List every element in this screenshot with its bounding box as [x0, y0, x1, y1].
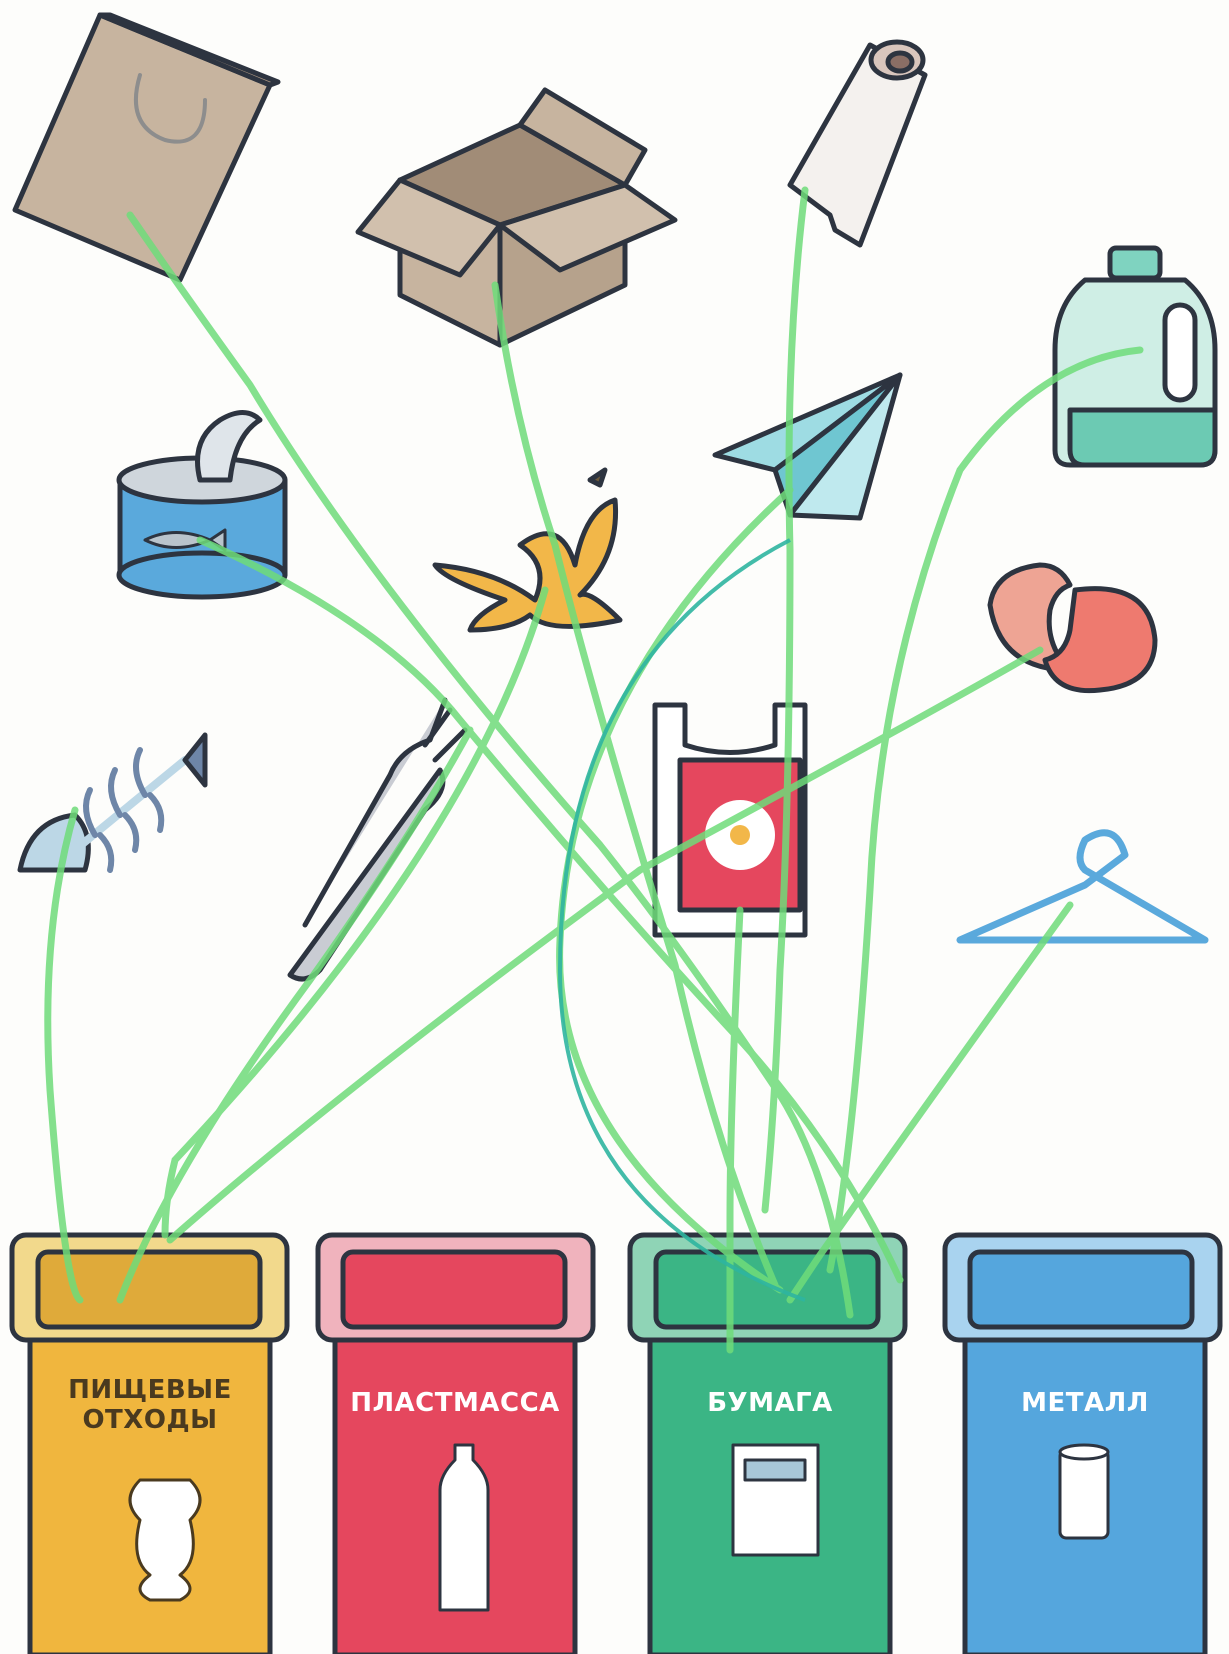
hanger-icon[interactable] [960, 833, 1205, 940]
soda-can-icon [1060, 1445, 1108, 1538]
bin-plastic-label: ПЛАСТМАССА [335, 1388, 575, 1418]
fish-skeleton-icon[interactable] [20, 735, 205, 870]
bin-food[interactable] [12, 1235, 287, 1654]
paper-roll-icon[interactable] [790, 42, 925, 245]
bin-paper[interactable] [630, 1235, 905, 1654]
bin-food-label: ПИЩЕВЫЕ ОТХОДЫ [30, 1375, 270, 1435]
drawn-lines [48, 190, 1140, 1350]
cardboard-box-icon[interactable] [358, 90, 675, 345]
bin-metal-label: МЕТАЛЛ [965, 1388, 1205, 1418]
newspaper-icon [733, 1445, 818, 1555]
bin-plastic[interactable] [318, 1235, 593, 1654]
eggshell-icon[interactable] [990, 565, 1155, 691]
plastic-bottle-icon [440, 1445, 488, 1610]
banana-peel-icon[interactable] [435, 470, 620, 630]
detergent-bottle-icon[interactable] [1055, 248, 1215, 465]
bin-food-label-line1: ПИЩЕВЫЕ [30, 1375, 270, 1405]
paper-plane-icon[interactable] [715, 375, 900, 518]
bin-food-label-line2: ОТХОДЫ [30, 1405, 270, 1435]
bin-paper-label: БУМАГА [650, 1388, 890, 1418]
fork-icon[interactable] [290, 700, 465, 979]
bin-metal[interactable] [945, 1235, 1220, 1654]
